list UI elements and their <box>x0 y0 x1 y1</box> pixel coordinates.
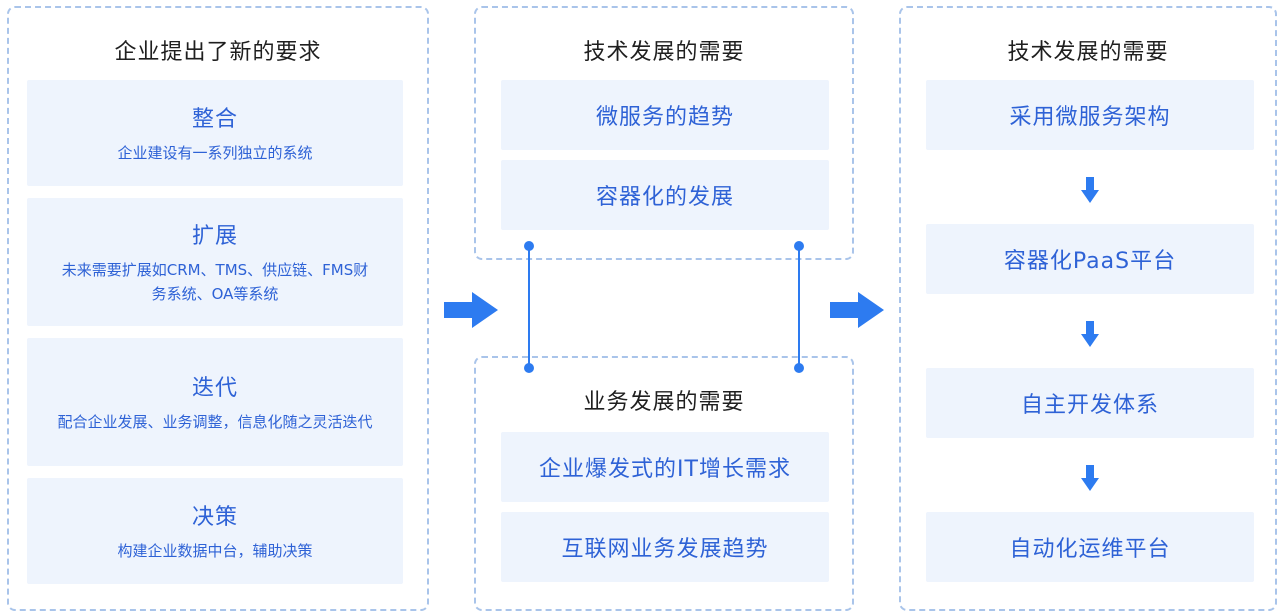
tech-needs-card-containers: 容器化的发展 <box>501 160 829 230</box>
requirement-card-desc: 构建企业数据中台，辅助决策 <box>117 542 313 560</box>
requirement-card-title: 整合 <box>191 107 238 132</box>
business-needs-card-internet: 互联网业务发展趋势 <box>501 512 829 582</box>
requirement-card-extension: 扩展 未来需要扩展如CRM、TMS、供应链、FMS财务系统、OA等系统 <box>27 198 403 326</box>
solution-step-self-development: 自主开发体系 <box>926 368 1254 438</box>
solution-panel: 技术发展的需要 采用微服务架构 容器化PaaS平台 自主开发体系 自动化运维平台 <box>899 6 1277 611</box>
down-arrow-icon <box>1081 465 1099 491</box>
right-arrow-icon <box>444 292 498 328</box>
business-needs-card-title: 互联网业务发展趋势 <box>561 537 769 562</box>
tech-needs-panel: 技术发展的需要 微服务的趋势 容器化的发展 <box>474 6 854 260</box>
requirement-card-desc: 未来需要扩展如CRM、TMS、供应链、FMS财务系统、OA等系统 <box>61 261 369 303</box>
requirements-panel-title: 企业提出了新的要求 <box>114 40 322 65</box>
solution-step-title: 自动化运维平台 <box>1009 537 1171 562</box>
tech-needs-card-title: 容器化的发展 <box>595 185 734 210</box>
solution-step-title: 自主开发体系 <box>1020 393 1159 418</box>
solution-step-paas-platform: 容器化PaaS平台 <box>926 224 1254 294</box>
panel-connector-lines <box>524 241 804 373</box>
right-arrow-icon <box>830 292 884 328</box>
requirement-card-title: 迭代 <box>191 376 238 401</box>
business-needs-panel: 业务发展的需要 企业爆发式的IT增长需求 互联网业务发展趋势 <box>474 356 854 611</box>
requirements-panel: 企业提出了新的要求 整合 企业建设有一系列独立的系统 扩展 未来需要扩展如CRM… <box>7 6 429 611</box>
business-needs-card-it-growth: 企业爆发式的IT增长需求 <box>501 432 829 502</box>
requirement-card-desc: 配合企业发展、业务调整，信息化随之灵活迭代 <box>57 413 373 431</box>
tech-needs-card-title: 微服务的趋势 <box>595 105 734 130</box>
requirement-card-title: 决策 <box>191 505 238 530</box>
tech-needs-card-microservices: 微服务的趋势 <box>501 80 829 150</box>
requirement-card-title: 扩展 <box>191 224 238 249</box>
down-arrow-icon <box>1081 177 1099 203</box>
solution-panel-title: 技术发展的需要 <box>1007 40 1169 65</box>
business-needs-panel-title: 业务发展的需要 <box>583 390 745 415</box>
down-arrow-icon <box>1081 321 1099 347</box>
solution-step-microservice-architecture: 采用微服务架构 <box>926 80 1254 150</box>
solution-step-title: 采用微服务架构 <box>1009 105 1171 130</box>
requirement-card-desc: 企业建设有一系列独立的系统 <box>117 144 313 162</box>
solution-step-automated-ops: 自动化运维平台 <box>926 512 1254 582</box>
business-needs-card-title: 企业爆发式的IT增长需求 <box>539 457 791 482</box>
requirement-card-integration: 整合 企业建设有一系列独立的系统 <box>27 80 403 186</box>
tech-needs-panel-title: 技术发展的需要 <box>583 40 745 65</box>
solution-step-title: 容器化PaaS平台 <box>1003 249 1177 274</box>
requirement-card-decision: 决策 构建企业数据中台，辅助决策 <box>27 478 403 584</box>
requirement-card-iteration: 迭代 配合企业发展、业务调整，信息化随之灵活迭代 <box>27 338 403 466</box>
